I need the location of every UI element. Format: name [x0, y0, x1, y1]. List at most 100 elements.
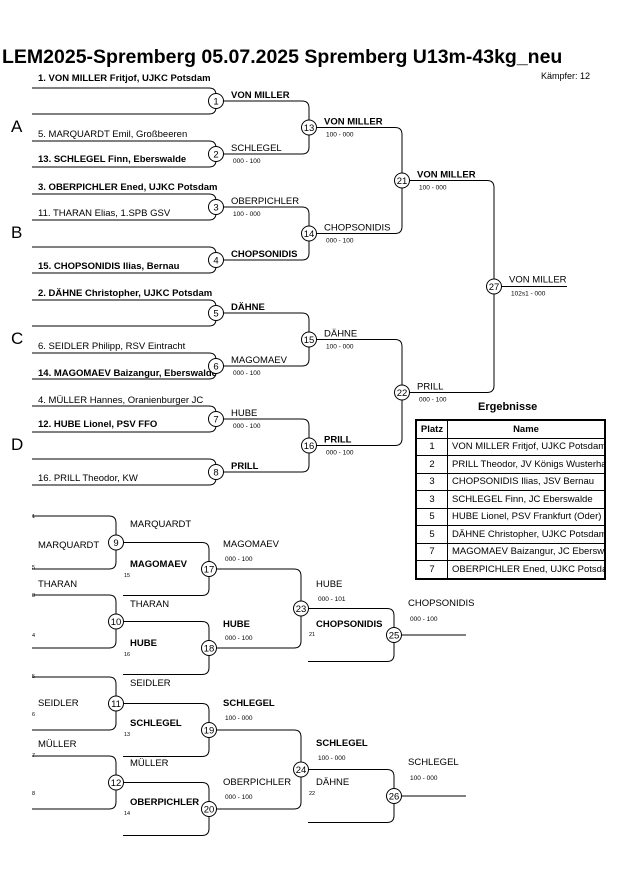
fight-number: 5	[213, 309, 218, 320]
entry-label: 13. SCHLEGEL Finn, Eberswalde	[38, 154, 186, 165]
results-name: PRILL Theodor, JV Königs Wusterhausen	[447, 455, 606, 474]
entry-label: 3. OBERPICHLER Ened, UJKC Potsdam	[38, 182, 217, 193]
results-name: OBERPICHLER Ened, UJKC Potsdam	[447, 560, 606, 579]
rep-fight-number: 18	[204, 644, 215, 655]
rep-winner: HUBE	[223, 619, 250, 630]
group-label-b: B	[11, 223, 23, 242]
rep-score: 000 - 100	[410, 616, 438, 623]
fight-score: 000 - 100	[419, 397, 447, 404]
results-name: HUBE Lionel, PSV Frankfurt (Oder)	[447, 507, 606, 526]
entry-label: 4. MÜLLER Hannes, Oranienburger JC	[38, 395, 203, 406]
entry-label: 16. PRILL Theodor, KW	[38, 473, 138, 484]
bracket-line	[32, 594, 117, 649]
results-platz: 7	[415, 560, 448, 579]
group-label-a: A	[11, 117, 23, 136]
fighter-count: Kämpfer: 12	[541, 71, 591, 81]
rep-fight-number: 20	[204, 805, 215, 816]
rep-name: MARQUARDT	[38, 540, 99, 551]
results-name: DÄHNE Christopher, UJKC Potsdam	[447, 525, 606, 544]
bracket-line	[32, 755, 117, 810]
results-name: MAGOMAEV Baizangur, JC Eberswalde	[447, 542, 606, 561]
rep-score: 000 - 101	[318, 596, 346, 603]
rep-fight-number: 12	[111, 778, 122, 789]
winner-name: PRILL	[231, 461, 259, 472]
results-platz: 3	[415, 490, 448, 509]
rep-fight-number: 17	[204, 565, 215, 576]
entry-label: 6. SEIDLER Philipp, RSV Eintracht	[38, 341, 186, 352]
entry-label: 12. HUBE Lionel, PSV FFO	[38, 419, 157, 430]
rep-name: SEIDLER	[38, 698, 79, 709]
rep-seed: 3	[32, 593, 35, 599]
fight-score: 000 - 100	[233, 158, 261, 165]
rep-fight-number: 24	[296, 765, 307, 776]
rep-seed: 6	[32, 712, 35, 718]
rep-fight-number: 23	[296, 604, 307, 615]
group-label-d: D	[11, 435, 24, 454]
fight-number: 7	[213, 415, 218, 426]
rep-name: MÜLLER	[38, 739, 77, 750]
rep-name: HUBE	[130, 638, 157, 649]
rep-score: 000 - 100	[225, 635, 253, 642]
entry-label: 11. THARAN Elias, 1.SPB GSV	[38, 208, 171, 219]
rep-winner: SCHLEGEL	[223, 698, 275, 709]
results-platz: 5	[415, 507, 448, 526]
rep-fight-number: 11	[111, 699, 121, 710]
fight-number: 3	[213, 203, 218, 214]
rep-winner: CHOPSONIDIS	[316, 619, 383, 630]
group-label-c: C	[11, 329, 24, 348]
winner-name: PRILL	[324, 435, 352, 446]
rep-seed: 5	[32, 674, 35, 680]
fight-score: 000 - 100	[233, 423, 261, 430]
fight-number: 16	[304, 441, 315, 452]
rep-winner: OBERPICHLER	[223, 777, 291, 788]
bracket-line	[123, 703, 210, 757]
fight-number: 8	[213, 468, 218, 479]
rep-score: 100 - 000	[318, 755, 346, 762]
fight-number: 1	[213, 97, 218, 108]
rep-fight-number: 26	[389, 792, 400, 803]
results-name: VON MILLER Fritjof, UJKC Potsdam	[447, 437, 606, 456]
fight-number: 6	[213, 362, 218, 373]
rep-name: DÄHNE	[316, 777, 349, 788]
winner-name: MAGOMAEV	[231, 355, 288, 366]
fight-number: 27	[489, 282, 500, 293]
fight-number: 22	[397, 388, 408, 399]
rep-name: MÜLLER	[130, 758, 169, 769]
winner-name: VON MILLER	[231, 90, 290, 101]
rep-seed: 22	[309, 791, 315, 797]
bracket-line	[316, 127, 403, 234]
bracket-line	[409, 180, 495, 393]
fight-number: 15	[304, 335, 315, 346]
winner-name: VON MILLER	[324, 117, 383, 128]
rep-winner: HUBE	[316, 579, 342, 590]
fight-number: 14	[304, 229, 315, 240]
fight-score: 100 - 000	[233, 211, 261, 218]
rep-name: THARAN	[38, 579, 77, 590]
rep-name: OBERPICHLER	[130, 797, 199, 808]
rep-winner: CHOPSONIDIS	[408, 598, 475, 609]
champion-name: VON MILLER	[509, 275, 567, 286]
entry-label: 5. MARQUARDT Emil, Großbeeren	[38, 129, 187, 140]
winner-name: CHOPSONIDIS	[324, 223, 391, 234]
results-platz: 5	[415, 525, 448, 544]
rep-name: MAGOMAEV	[130, 559, 188, 570]
page-title: LEM2025-Spremberg 05.07.2025 Spremberg U…	[2, 46, 563, 68]
results-platz: 3	[415, 472, 448, 491]
winner-name: SCHLEGEL	[231, 143, 282, 154]
results-platz: 2	[415, 455, 448, 474]
entry-label: 15. CHOPSONIDIS Ilias, Bernau	[38, 261, 180, 272]
rep-seed: 7	[32, 753, 35, 759]
winner-name: HUBE	[231, 408, 257, 419]
results-title: Ergebnisse	[478, 401, 538, 413]
rep-seed: 5	[32, 565, 35, 571]
winner-name: CHOPSONIDIS	[231, 249, 298, 260]
rep-name: THARAN	[130, 599, 169, 610]
bracket-line	[123, 782, 210, 836]
results-platz: 1	[415, 437, 448, 456]
